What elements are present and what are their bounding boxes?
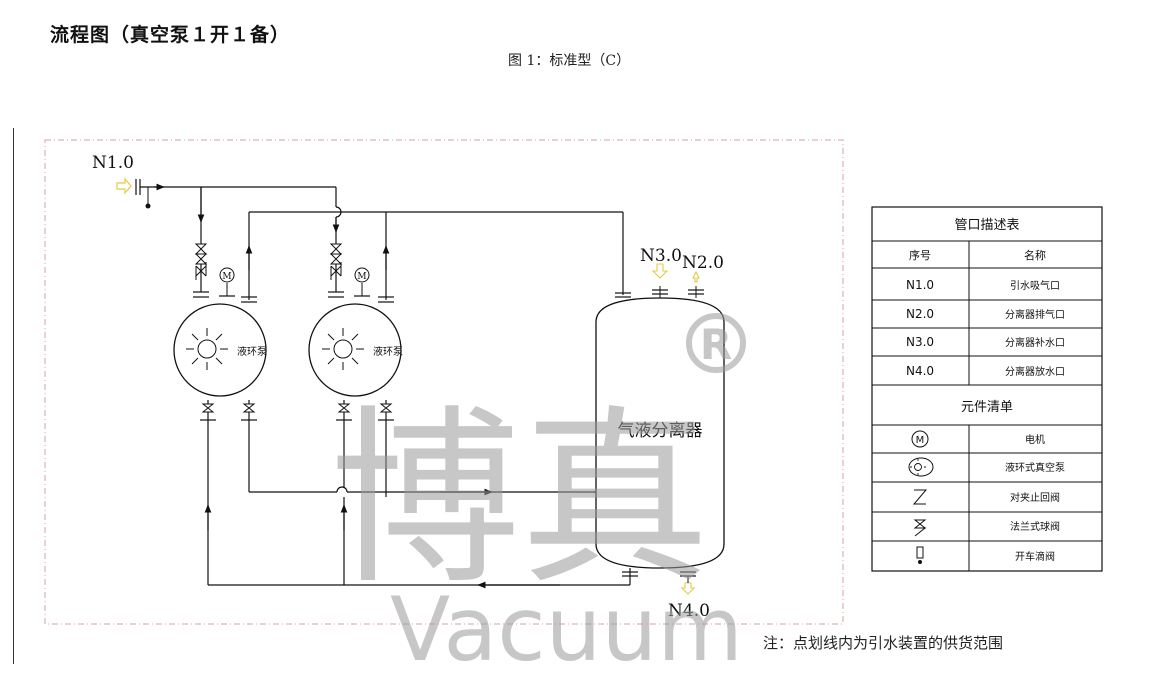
drain-valve-symbol-icon (916, 546, 924, 564)
n3-arrow-icon (651, 263, 669, 279)
registered-mark-letter: R (700, 320, 732, 369)
component-row-name: 法兰式球阀 (1010, 520, 1060, 533)
page-title: 流程图（真空泵１开１备） (50, 24, 291, 46)
nozzle-table-title: 管口描述表 (954, 218, 1019, 233)
piping (140, 183, 631, 589)
nozzle-label-n2: N2.0 (682, 253, 724, 273)
nozzle-label-n1: N1.0 (92, 153, 134, 173)
separator-label: 气液分离器 (618, 421, 703, 441)
liquid-ring-pump-1: 液环泵 M (173, 267, 267, 397)
component-row-name: 对夹止回阀 (1010, 491, 1060, 504)
nozzle-label-n4: N4.0 (668, 601, 710, 621)
watermark-main: 博真 (330, 389, 710, 610)
component-row-name: 电机 (1025, 433, 1045, 446)
motor-symbol-letter: M (916, 435, 925, 446)
motor-icon (354, 267, 370, 283)
nozzle-row-name: 分离器补水口 (1005, 336, 1065, 349)
nozzle-row-id: N1.0 (906, 278, 934, 292)
pump-2-label: 液环泵 (373, 345, 403, 358)
n4-arrow-icon (680, 582, 696, 595)
motor-icon (219, 267, 235, 283)
nozzle-row-id: N4.0 (906, 364, 934, 378)
nozzle-table-header-id: 序号 (909, 248, 931, 262)
n2-arrow-icon (692, 270, 700, 283)
check-valve-symbol-icon (912, 489, 928, 505)
supply-scope-footnote: 注：点划线内为引水装置的供货范围 (763, 634, 1004, 652)
valve-symbols (194, 243, 393, 413)
component-table-title: 元件清单 (961, 400, 1013, 415)
motor-1-label: M (222, 272, 231, 282)
registered-mark-icon (686, 313, 746, 373)
nozzle-table-header-name: 名称 (1024, 248, 1046, 262)
nozzle-row-id: N2.0 (906, 307, 934, 321)
nozzle-row-name: 分离器排气口 (1005, 308, 1065, 321)
nozzle-row-name: 分离器放水口 (1005, 365, 1065, 378)
component-row-name: 液环式真空泵 (1005, 461, 1065, 474)
nozzle-row-name: 引水吸气口 (1010, 279, 1060, 292)
supply-scope-boundary (44, 139, 844, 625)
liquid-ring-pump-2: 液环泵 M (308, 267, 403, 397)
nozzle-label-n3: N3.0 (640, 246, 682, 266)
gas-liquid-separator: 气液分离器 (595, 286, 725, 569)
component-row-name: 开车滴阀 (1015, 550, 1055, 563)
motor-symbol-icon (911, 430, 929, 448)
watermark: 博真 Vacuum R (330, 313, 746, 681)
n1-inlet-nozzle (116, 177, 151, 209)
figure-caption: 图 1：标准型（C） (508, 53, 631, 69)
liquid-ring-pump-symbol-icon (908, 457, 934, 477)
watermark-sub: Vacuum (390, 578, 743, 681)
pump-1-label: 液环泵 (237, 345, 267, 358)
nozzle-row-id: N3.0 (906, 335, 934, 349)
flange-ball-valve-symbol-icon (913, 519, 927, 537)
motor-2-label: M (357, 272, 366, 282)
flange-marks (193, 289, 704, 577)
nozzle-description-table: 管口描述表 序号 名称 N1.0 引水吸气口 N2.0 分离器排气口 N3.0 … (871, 206, 1103, 572)
left-margin-rule (13, 128, 14, 664)
